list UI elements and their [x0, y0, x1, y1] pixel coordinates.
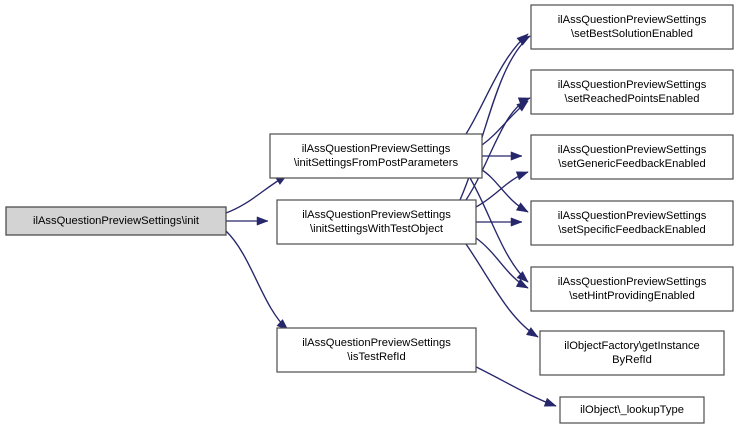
node-label: \setReachedPointsEnabled [565, 93, 700, 105]
edge-initWithTest-to-getInstanceByRefId [465, 243, 539, 338]
node-label: ilObjectFactory\getInstance [564, 340, 700, 352]
arrowhead-icon [516, 271, 529, 283]
graph-node-root[interactable]: ilAssQuestionPreviewSettings\init [5, 206, 227, 236]
node-box[interactable] [269, 133, 483, 179]
graph-node-setHintProviding[interactable]: ilAssQuestionPreviewSettings \setHintProv… [530, 266, 734, 312]
graph-node-setBestSolution[interactable]: ilAssQuestionPreviewSettings \setBestSolu… [530, 4, 734, 50]
edge-initFromPost-to-setHintProviding [469, 177, 529, 283]
node-label: \initSettingsFromPostParameters [294, 157, 459, 169]
arrowhead-layer [256, 33, 557, 407]
node-label: \initSettingsWithTestObject [310, 223, 444, 235]
arrowhead-icon [510, 151, 523, 161]
graph-node-setGenericFeedback[interactable]: ilAssQuestionPreviewSettings \setGenericF… [530, 134, 734, 180]
node-box[interactable] [530, 4, 734, 50]
node-box[interactable] [276, 327, 477, 373]
node-box[interactable] [530, 69, 734, 115]
arrowhead-icon [510, 217, 523, 227]
arrowhead-icon [517, 35, 531, 46]
graph-node-isTestRefId[interactable]: ilAssQuestionPreviewSettings \isTestRefId [276, 327, 477, 373]
node-box[interactable] [276, 199, 477, 245]
arrowhead-icon [526, 327, 539, 338]
node-label: \setSpecificFeedbackEnabled [558, 224, 705, 236]
node-label: ByRefId [612, 354, 652, 366]
node-label: \setBestSolutionEnabled [571, 28, 693, 40]
node-label: ilAssQuestionPreviewSettings [302, 337, 451, 349]
node-box[interactable] [5, 206, 227, 236]
node-label: ilAssQuestionPreviewSettings\init [33, 215, 200, 227]
node-box[interactable] [530, 266, 734, 312]
graph-node-initWithTest[interactable]: ilAssQuestionPreviewSettings \initSetting… [276, 199, 477, 245]
edge-root-to-isTestRefId [225, 230, 289, 331]
graph-node-setSpecificFeedback[interactable]: ilAssQuestionPreviewSettings \setSpecific… [530, 200, 734, 246]
graph-node-initFromPost[interactable]: ilAssQuestionPreviewSettings \initSetting… [269, 133, 483, 179]
arrowhead-icon [256, 216, 269, 226]
node-label: \setHintProvidingEnabled [569, 290, 695, 302]
graph-node-setReachedPoints[interactable]: ilAssQuestionPreviewSettings \setReachedP… [530, 69, 734, 115]
node-label: ilAssQuestionPreviewSettings [302, 143, 451, 155]
node-label: ilAssQuestionPreviewSettings [558, 210, 707, 222]
graph-node-lookupType[interactable]: ilObject\_lookupType [559, 396, 705, 424]
node-box[interactable] [539, 330, 725, 376]
node-label: \isTestRefId [347, 351, 405, 363]
node-label: ilObject\_lookupType [580, 404, 684, 416]
node-box[interactable] [530, 134, 734, 180]
node-label: ilAssQuestionPreviewSettings [558, 276, 707, 288]
arrowhead-icon [515, 171, 529, 181]
node-label: ilAssQuestionPreviewSettings [558, 144, 707, 156]
node-label: ilAssQuestionPreviewSettings [558, 79, 707, 91]
edge-initFromPost-to-setBestSolution [465, 33, 529, 135]
arrowhead-icon [543, 397, 557, 407]
arrowhead-icon [515, 202, 529, 213]
arrowhead-icon [517, 97, 531, 107]
node-layer: ilAssQuestionPreviewSettings\init ilAssQu… [5, 4, 734, 424]
node-label: ilAssQuestionPreviewSettings [302, 209, 451, 221]
node-label: \setGenericFeedbackEnabled [558, 158, 705, 170]
arrowhead-icon [515, 278, 529, 289]
node-box[interactable] [530, 200, 734, 246]
node-label: ilAssQuestionPreviewSettings [558, 14, 707, 26]
node-box[interactable] [559, 396, 705, 424]
